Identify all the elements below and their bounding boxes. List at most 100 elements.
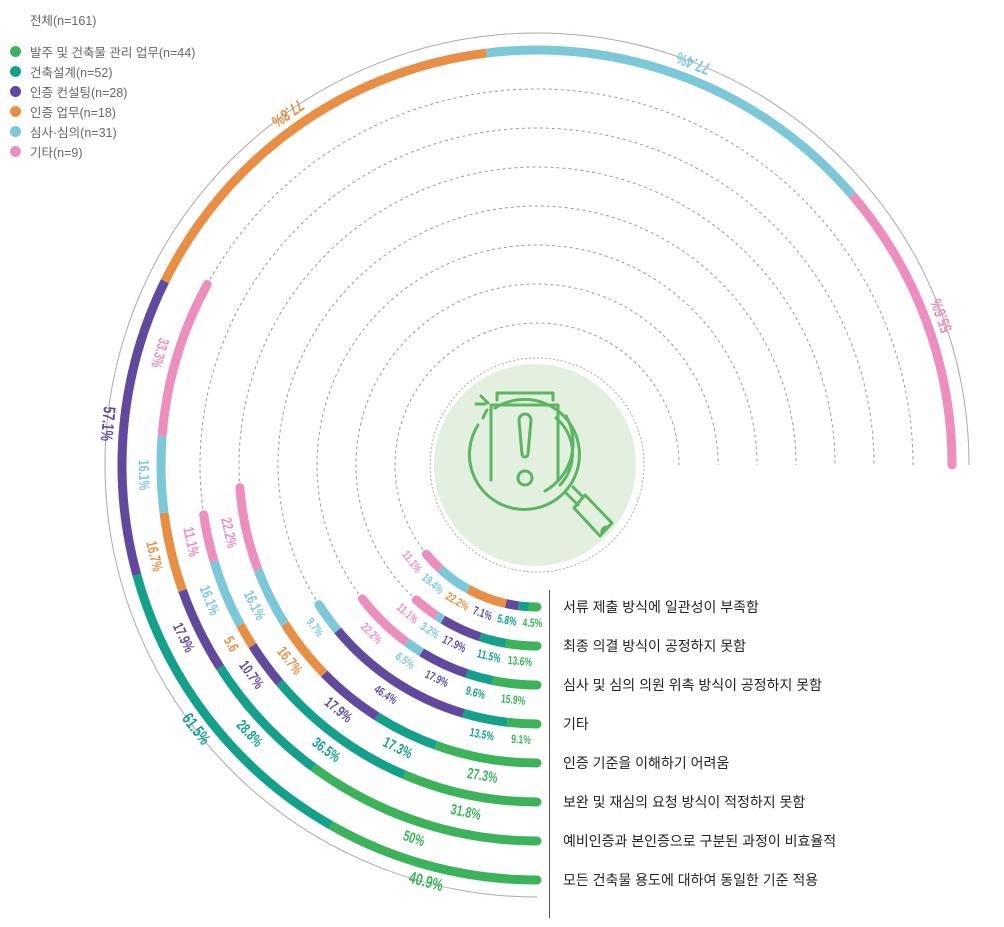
bar-segment [486,45,856,199]
bar-segment [178,588,224,670]
bar-cap [532,719,542,729]
bar-segment [434,611,446,624]
bar-cap [532,680,542,690]
value-label: 9.6% [464,685,486,702]
category-label: 모든 건축물 용도에 대하여 동일한 기준 적용 [563,872,819,888]
legend-title: 전체(n=161) [30,14,97,28]
legend-items: 발주 및 건축물 관리 업무(n=44) 건축설계(n=52)인증 컨설팅(n=2… [10,41,195,161]
legend-label: 인증 업무(n=18) [30,105,116,120]
bar-cap [202,279,212,289]
legend-label: 심사·심의(n=31) [30,125,117,140]
bar-segment [132,573,333,829]
value-label: 15.9% [500,693,526,708]
value-label: 13.5% [468,727,495,744]
bar-cap [235,482,245,492]
bar-cap [532,641,542,651]
legend-item: 발주 및 건축물 관리 업무(n=44) [10,41,195,61]
bar-segment [517,601,530,612]
value-label: 7.1% [471,605,494,624]
bar-segment [505,638,538,651]
value-label: 33.3% [148,336,173,371]
bar-cap [314,600,324,610]
value-label: 16.1% [135,459,153,490]
dashed-guide-arc [277,205,797,605]
bar-segment [403,638,424,657]
bar-cap [532,836,542,846]
dashed-guide-arc [394,322,680,555]
bar-cap [357,594,367,604]
category-label: 심사 및 심의 의원 위촉 방식이 공정하지 못함 [563,677,823,693]
dashed-guide-arc [355,283,719,601]
bar-cap [532,797,542,807]
value-label: 50% [401,827,427,850]
category-label: 서류 제출 방식에 일관성이 부족함 [563,599,759,615]
bar-segment [334,627,465,718]
value-label: 4.5% [522,617,542,630]
legend-swatch [10,65,21,77]
dashed-guide-arc [238,166,836,488]
center-dashed-ring [429,357,645,573]
category-label: 예비인증과 본인증으로 구분된 과정이 비효율적 [563,833,837,849]
bar-segment [276,679,407,779]
dashed-guide-arc [316,244,758,600]
value-label: 11.1% [399,549,424,576]
value-label: 9.7% [303,616,325,639]
legend-item: 인증 업무(n=18) [10,101,195,121]
value-label: 5.6 [220,633,242,655]
bar-segment [236,622,257,648]
bar-cap [532,758,542,768]
category-axis-line [549,590,550,918]
value-label: 31.8% [449,800,483,823]
bar-segment [374,712,438,750]
bar-cap [532,875,542,885]
bar-segment [248,643,284,686]
legend-item: 심사·심의(n=31) [10,121,195,141]
value-label: 57.1% [96,406,118,442]
bar-segment [848,192,957,466]
legend-item: 인증 컨설팅(n=28) [10,81,195,101]
bar-segment [402,770,538,807]
bar-segment [504,599,520,611]
value-label: 27.3% [466,764,499,786]
bar-cap [532,602,542,612]
legend-swatch [10,125,21,137]
category-label: 인증 기준을 이해하기 어려움 [563,755,730,771]
category-label: 보완 및 재심의 요청 방식이 적정하지 못함 [563,794,806,810]
bar-segment [253,567,289,627]
bar-segment [478,632,507,648]
bar-segment [320,670,380,721]
bar-segment [462,709,508,727]
bar-cap [199,510,209,520]
value-label: 16.7% [143,539,167,573]
bar-segment [199,514,219,563]
value-label: 9.1% [511,734,531,748]
bar-segment [281,621,328,677]
legend-label: 건축설계(n=52) [30,65,113,80]
magnifier-document-warning-icon [467,391,614,538]
value-label: 22.2% [443,591,470,614]
bar-segment [216,664,317,772]
bar-segment [419,648,469,678]
bar-segment [117,279,169,576]
bar-segment [235,487,263,572]
legend-swatch [10,145,21,157]
bar-segment [328,821,538,885]
bar-segment [156,435,169,514]
value-label: 5.8% [496,613,518,629]
bar-segment [310,763,538,846]
legend-label: 발주 및 건축물 관리 업무(n=44) [30,45,196,60]
value-label: 3.2% [418,620,441,641]
value-label: 6.5% [393,651,416,672]
bar-segment [465,669,494,685]
bar-segment [209,559,245,627]
legend-label: 기타(n=9) [30,145,83,160]
bar-segment [491,676,538,690]
bar-segment [157,282,212,437]
category-label: 기타 [563,716,589,732]
bar-segment [440,615,482,642]
bar-segment [437,565,471,594]
legend-item: 기타(n=9) [10,141,195,161]
bar-cap [947,460,957,470]
outer-guide-arc [104,32,970,898]
